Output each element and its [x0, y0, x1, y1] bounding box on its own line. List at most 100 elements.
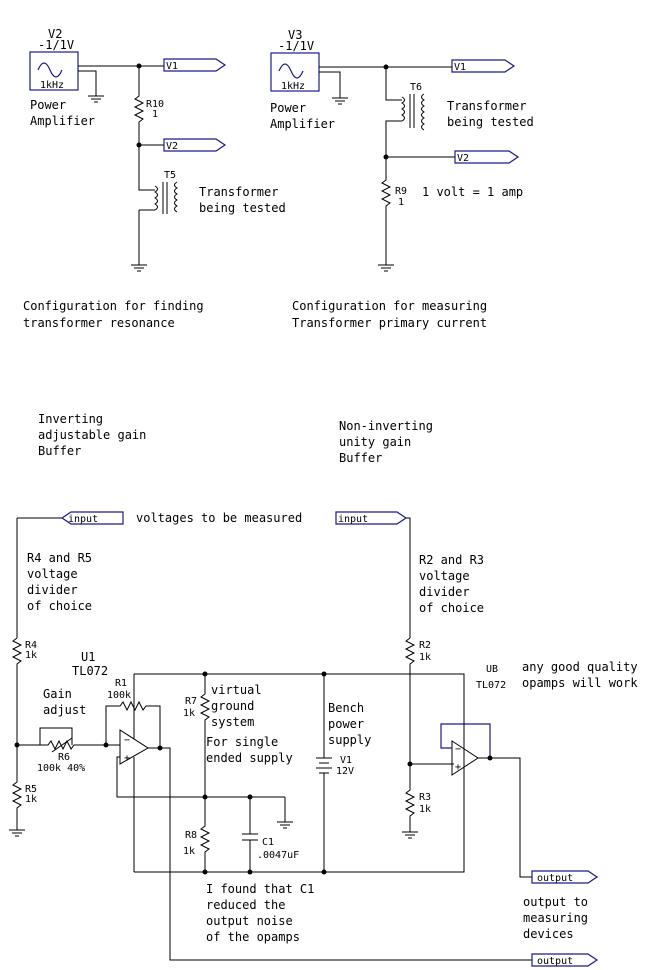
port-output-right: [531, 870, 599, 884]
gain-label-2: adjust: [43, 703, 86, 717]
r5-name: R5: [25, 784, 37, 795]
inverting-title-2: adjustable gain: [38, 428, 146, 442]
input-left-label: input: [68, 514, 98, 525]
c1-name: C1: [262, 837, 274, 848]
vg-note-1: virtual: [211, 683, 262, 697]
t6-caption-line2: being tested: [447, 115, 534, 129]
ub-part: TL072: [476, 680, 506, 691]
ground-icon: [131, 210, 147, 272]
opamp-note-1: any good quality: [522, 660, 638, 674]
resistor-r9: [380, 157, 392, 265]
ground-icon: [277, 797, 293, 829]
ub-name: UB: [486, 664, 498, 675]
output-right-label: output: [537, 873, 573, 884]
battery-v1: [316, 674, 332, 872]
t5-caption-line2: being tested: [199, 201, 286, 215]
r3-name: R3: [419, 792, 431, 803]
resistor-r2: [404, 637, 416, 764]
r6-value: 100k 40%: [37, 763, 85, 774]
config-caption-left-2: transformer resonance: [23, 316, 175, 330]
v1-name: V1: [340, 755, 352, 766]
input-note: voltages to be measured: [136, 511, 302, 525]
c1-note-4: of the opamps: [206, 930, 300, 944]
r2-name: R2: [419, 640, 431, 651]
ground-icon: [78, 70, 104, 103]
r7-value: 1k: [183, 708, 195, 719]
r2r3-note-1: R2 and R3: [419, 553, 484, 567]
source-caption-line1: Power: [270, 101, 306, 115]
ground-icon: [378, 264, 394, 272]
port-v2: [163, 138, 227, 152]
top-left-circuit: 1kHz V2 -1/1V Power Amplifier V1 R10 1 V…: [23, 27, 286, 330]
scale-note: 1 volt = 1 amp: [422, 185, 523, 199]
source-caption-line2: Amplifier: [270, 117, 335, 131]
transformer-t6-primary: [401, 96, 405, 122]
port-v1-label: V1: [454, 62, 466, 73]
r4r5-note-2: voltage: [27, 567, 78, 581]
ub-feedback: [440, 723, 491, 758]
single-note-1: For single: [206, 735, 278, 749]
noninverting-title-1: Non-inverting: [339, 419, 433, 433]
source-freq-label: 1kHz: [281, 81, 305, 92]
r4r5-note-3: divider: [27, 583, 78, 597]
resistor-r3: [402, 764, 418, 839]
r6-name: R6: [58, 752, 70, 763]
r1-value: 100k: [107, 690, 131, 701]
potentiometer-r6: [40, 739, 106, 751]
ub-minus: −: [455, 744, 461, 755]
resistor-r1: [105, 700, 161, 748]
transformer-t6-secondary: [421, 93, 425, 131]
r2r3-note-4: of choice: [419, 601, 484, 615]
r1-name: R1: [115, 678, 127, 689]
r2r3-note-3: divider: [419, 585, 470, 599]
single-note-2: ended supply: [206, 751, 293, 765]
port-v2: [454, 150, 520, 164]
c1-note-2: reduced the: [206, 898, 285, 912]
resistor-r8: [199, 797, 211, 872]
capacitor-c1: [242, 797, 258, 872]
u1-name: U1: [81, 650, 95, 664]
sine-wave-icon: [278, 63, 304, 79]
sine-wave-icon: [37, 62, 63, 78]
output-note-1: output to: [523, 895, 588, 909]
config-caption-right-1: Configuration for measuring: [292, 299, 487, 313]
t5-name: T5: [164, 170, 176, 181]
bottom-circuit: input voltages to be measured input R4 a…: [9, 511, 638, 967]
r10-name: R10: [146, 99, 164, 110]
port-input-left: [60, 511, 124, 525]
transformer-t5-primary: [154, 185, 158, 211]
top-right-circuit: 1kHz V3 -1/1V Power Amplifier V1 T6 Tran…: [270, 28, 534, 330]
bench-note-3: supply: [328, 733, 371, 747]
output-note-2: measuring: [523, 911, 588, 925]
r9-name: R9: [395, 186, 407, 197]
bench-note-2: power: [328, 717, 364, 731]
u1-minus: −: [124, 735, 130, 746]
source-name-label: V3: [288, 28, 302, 42]
u1-part: TL072: [72, 664, 108, 678]
config-caption-left-1: Configuration for finding: [23, 299, 204, 313]
source-caption-line1: Power: [30, 98, 66, 112]
ub-plus: +: [455, 762, 461, 773]
opamp-note-2: opamps will work: [522, 676, 638, 690]
resistor-r10: [133, 66, 145, 145]
c1-note-3: output noise: [206, 914, 293, 928]
supply-rail: [134, 673, 465, 873]
noninverting-title-2: unity gain: [339, 435, 411, 449]
source-name-label: V2: [48, 27, 62, 41]
resistor-r5: [9, 745, 25, 837]
port-input-right: [335, 511, 408, 525]
r4-name: R4: [25, 640, 37, 651]
r7-name: R7: [185, 696, 197, 707]
source-caption-line2: Amplifier: [30, 114, 95, 128]
vg-note-2: ground: [211, 699, 254, 713]
resistor-r7: [199, 674, 211, 797]
port-output-bottom: [531, 953, 599, 967]
port-v2-label: V2: [457, 153, 469, 164]
r5-value: 1k: [25, 794, 37, 805]
input-right-label: input: [338, 514, 368, 525]
resistor-r4: [11, 637, 23, 745]
r4r5-note-4: of choice: [27, 599, 92, 613]
r9-value: 1: [398, 197, 404, 208]
